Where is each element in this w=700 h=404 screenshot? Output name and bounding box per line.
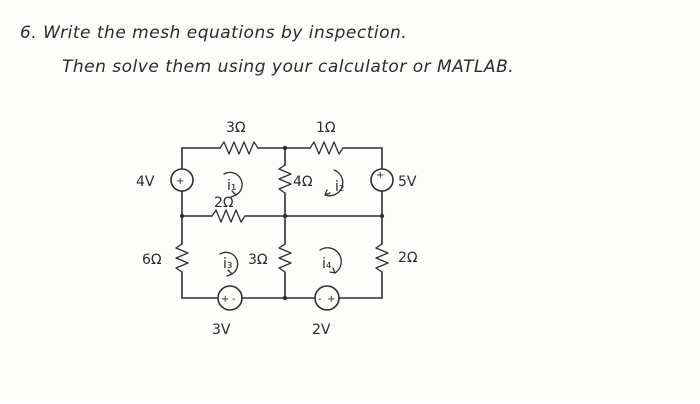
resistor-4-ohm	[278, 164, 292, 194]
problem-line-1: 6. Write the mesh equations by inspectio…	[20, 23, 407, 43]
label-3-ohm-center: 3Ω	[248, 252, 268, 268]
resistor-3-ohm-top	[219, 141, 259, 155]
label-5v: 5V	[398, 174, 417, 190]
source-4v-plus: +	[176, 176, 184, 187]
junction-bottom	[282, 295, 288, 301]
label-i2: i₂	[335, 179, 345, 195]
mesh-arrow-i2-head	[324, 189, 331, 196]
resistor-3-ohm-center	[278, 243, 292, 273]
label-i4: i₄	[322, 256, 332, 272]
junction-left	[179, 213, 185, 219]
label-3-ohm-top: 3Ω	[226, 120, 246, 136]
mesh-arrow-i4	[319, 247, 342, 274]
source-5v-plus: +	[376, 170, 384, 181]
junction-top	[282, 145, 288, 151]
resistor-6-ohm	[175, 243, 189, 273]
label-1-ohm-top: 1Ω	[316, 120, 336, 136]
source-2v-minus: -	[318, 294, 322, 305]
mesh-arrow-i1-head	[230, 190, 237, 198]
label-2v: 2V	[312, 322, 331, 338]
label-4-ohm: 4Ω	[293, 174, 313, 190]
mesh-arrow-i4-head	[329, 267, 336, 274]
junction-right	[379, 213, 385, 219]
source-3v-minus: -	[232, 294, 236, 305]
source-2v-plus: +	[327, 294, 335, 305]
label-2-ohm-middle: 2Ω	[214, 195, 234, 211]
mesh-arrow-i3	[219, 251, 239, 275]
resistor-2-ohm-right	[375, 243, 389, 273]
junction-center	[282, 213, 288, 219]
resistor-1-ohm-top	[309, 141, 344, 155]
label-i3: i₃	[223, 256, 233, 272]
mesh-arrow-i2	[324, 169, 344, 197]
label-2-ohm-right: 2Ω	[398, 250, 418, 266]
label-6-ohm: 6Ω	[142, 252, 162, 268]
label-3v: 3V	[212, 322, 231, 338]
mesh-arrow-i1	[223, 171, 243, 196]
problem-line-2: Then solve them using your calculator or…	[62, 57, 514, 77]
label-i1: i₁	[227, 178, 237, 194]
source-3v-plus: +	[221, 294, 229, 305]
resistor-2-ohm-middle	[211, 209, 246, 223]
label-4v: 4V	[136, 174, 155, 190]
mesh-arrow-i3-head	[226, 269, 233, 277]
